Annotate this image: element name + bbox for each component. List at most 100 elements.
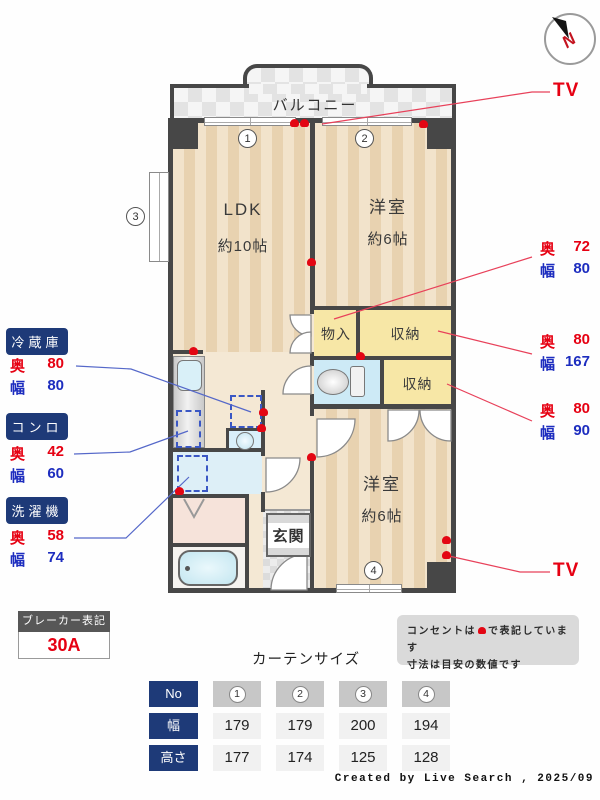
- window-number-4: 4: [364, 561, 383, 580]
- window-number-1: 1: [238, 129, 257, 148]
- bathtub-drain: [185, 566, 190, 571]
- curtain-height-1: 177: [213, 745, 261, 771]
- window-3-bay: [149, 172, 169, 262]
- outlet-dot: [442, 551, 451, 559]
- legend-line1: コンセントはで表記しています: [407, 623, 569, 657]
- legend-line1-prefix: コンセントは: [407, 626, 476, 637]
- storage2-closet: [384, 360, 451, 404]
- compass: N: [544, 13, 596, 65]
- window-1: [204, 117, 296, 126]
- storage2-label: 収納: [402, 376, 433, 392]
- curtain-col-2: 2: [276, 681, 324, 707]
- curtain-row-label-height: 高さ: [149, 745, 198, 771]
- measure-value: 80: [47, 355, 64, 372]
- washer-badge: 洗濯機: [6, 497, 68, 524]
- wall: [310, 306, 451, 310]
- stove-depth: 奥 42: [10, 443, 64, 464]
- ldk-floor: [173, 123, 310, 352]
- toilet-bowl: [317, 369, 349, 395]
- bed2-name: 洋室: [363, 475, 401, 494]
- curtain-col-number: 1: [228, 685, 246, 703]
- breaker-title: ブレーカー表記: [18, 611, 110, 632]
- footer-credit: Created by Live Search , 2025/09: [334, 773, 594, 785]
- legend-line1-suffix: で表記しています: [407, 626, 569, 654]
- outlet-dot: [300, 119, 309, 127]
- window-2: [322, 117, 412, 126]
- measure-key: 幅: [10, 552, 26, 569]
- measure-key: 幅: [540, 263, 556, 280]
- curtain-width-4: 194: [402, 713, 450, 739]
- curtain-col-4: 4: [402, 681, 450, 707]
- genkan-step-line: [263, 509, 311, 511]
- balcony-seam-patch: [249, 84, 367, 94]
- outlet-dot: [175, 487, 184, 495]
- ldk-size: 約10帖: [217, 238, 269, 255]
- wall: [173, 350, 203, 354]
- curtain-col-3: 3: [339, 681, 387, 707]
- genkan-box: 玄関: [266, 513, 311, 557]
- legend-line2: 寸法は目安の数値です: [407, 660, 522, 671]
- measure-value: 74: [47, 549, 64, 566]
- measure-value: 90: [573, 422, 590, 439]
- stove-placement: [176, 410, 201, 448]
- measure-value: 80: [573, 400, 590, 417]
- wall: [173, 494, 249, 498]
- measure-value: 80: [47, 377, 64, 394]
- curtain-col-number: 3: [354, 685, 372, 703]
- curtain-height-3: 125: [339, 745, 387, 771]
- window-number-2: 2: [355, 129, 374, 148]
- outlet-dot: [257, 424, 266, 432]
- wall: [310, 352, 314, 366]
- bed2-size: 約6帖: [361, 508, 403, 525]
- tv-label-top: TV: [553, 80, 580, 101]
- curtain-table-title: カーテンサイズ: [252, 652, 361, 668]
- storage1-width: 幅 167: [540, 353, 590, 374]
- fridge-depth: 奥 80: [10, 355, 64, 376]
- wall: [310, 306, 314, 314]
- window-number-3: 3: [126, 207, 145, 226]
- measure-value: 60: [47, 465, 64, 482]
- outlet-dot: [442, 536, 451, 544]
- curtain-row-label-no: No: [149, 681, 198, 707]
- stove-badge: コンロ: [6, 413, 68, 440]
- storage2-depth: 奥 80: [540, 400, 590, 421]
- curtain-col-number: 2: [291, 685, 309, 703]
- washbasin: [236, 432, 254, 450]
- measure-value: 80: [573, 260, 590, 277]
- outlet-dot: [189, 347, 198, 355]
- breaker-value: 30A: [18, 632, 110, 659]
- wall: [261, 390, 265, 456]
- tv-label-bottom: TV: [553, 560, 580, 581]
- curtain-height-2: 174: [276, 745, 324, 771]
- fridge-width: 幅 80: [10, 377, 64, 398]
- curtain-width-1: 179: [213, 713, 261, 739]
- curtain-height-4: 128: [402, 745, 450, 771]
- wall: [226, 428, 229, 452]
- balcony-label: バルコニー: [272, 97, 358, 114]
- outlet-dot: [356, 352, 365, 360]
- washer-depth: 奥 58: [10, 527, 64, 548]
- fridge-badge: 冷蔵庫: [6, 328, 68, 355]
- measure-value: 58: [47, 527, 64, 544]
- wall: [380, 358, 384, 404]
- measure-value: 80: [573, 331, 590, 348]
- storage1-depth: 奥 80: [540, 331, 590, 352]
- outlet-dot: [419, 120, 428, 128]
- curtain-row-label-width: 幅: [149, 713, 198, 739]
- corner-block: [427, 123, 451, 149]
- wall: [226, 428, 265, 431]
- measure-key: 奥: [540, 241, 556, 258]
- kitchen-sink: [177, 360, 202, 391]
- wall: [173, 543, 249, 547]
- window-4: [336, 584, 402, 593]
- measure-key: 幅: [540, 356, 556, 373]
- refrigerator-placement: [230, 395, 262, 428]
- measure-value: 72: [573, 238, 590, 255]
- bed1-size: 約6帖: [367, 231, 409, 248]
- measure-key: 奥: [10, 530, 26, 547]
- corner-block: [173, 123, 198, 149]
- washer-width: 幅 74: [10, 549, 64, 570]
- storage2-width: 幅 90: [540, 422, 590, 443]
- wall: [261, 492, 265, 512]
